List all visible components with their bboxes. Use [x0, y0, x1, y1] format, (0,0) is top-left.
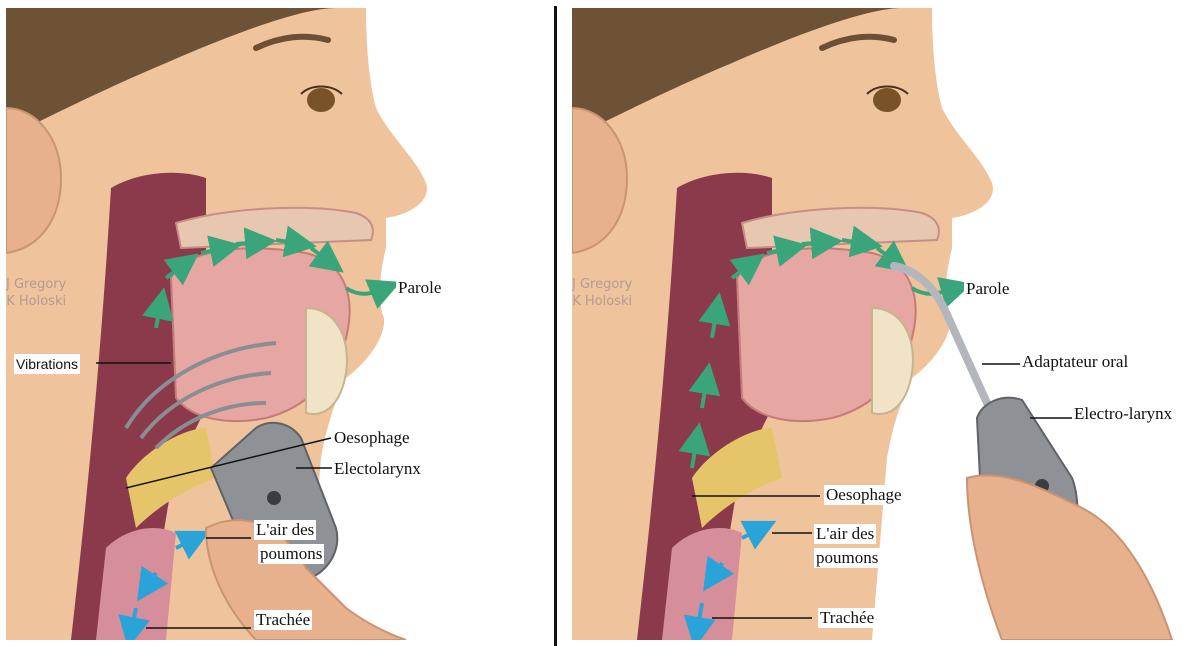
label-oesophage: Oesophage — [332, 428, 412, 448]
left-illustration-panel: J Gregory K Holoski Parole Vibrations Oe… — [6, 8, 542, 640]
watermark: J Gregory K Holoski — [6, 276, 66, 310]
label-air-line-2: poumons — [814, 548, 880, 568]
watermark-line-1: J Gregory — [572, 276, 632, 293]
label-trachee: Trachée — [818, 608, 876, 628]
label-adaptateur-oral: Adaptateur oral — [1020, 352, 1130, 372]
label-air-line-1: L'air des — [254, 520, 316, 540]
label-parole: Parole — [964, 279, 1011, 299]
label-electolarynx: Electolarynx — [332, 459, 423, 479]
label-air-line-1: L'air des — [814, 524, 876, 544]
right-illustration-panel: J Gregory K Holoski Parole Adaptateur or… — [572, 8, 1194, 640]
label-oesophage: Oesophage — [824, 485, 904, 505]
watermark-line-2: K Holoski — [6, 293, 66, 310]
label-vibrations: Vibrations — [14, 354, 80, 374]
panel-divider — [554, 6, 557, 646]
watermark: J Gregory K Holoski — [572, 276, 632, 310]
label-air-line-2: poumons — [258, 544, 324, 564]
eye — [873, 88, 901, 112]
right-anatomy-illustration — [572, 8, 1194, 640]
eye — [307, 88, 335, 112]
watermark-line-1: J Gregory — [6, 276, 66, 293]
label-trachee: Trachée — [254, 610, 312, 630]
label-parole: Parole — [396, 278, 443, 298]
watermark-line-2: K Holoski — [572, 293, 632, 310]
label-electro-larynx: Electro-larynx — [1072, 404, 1174, 424]
